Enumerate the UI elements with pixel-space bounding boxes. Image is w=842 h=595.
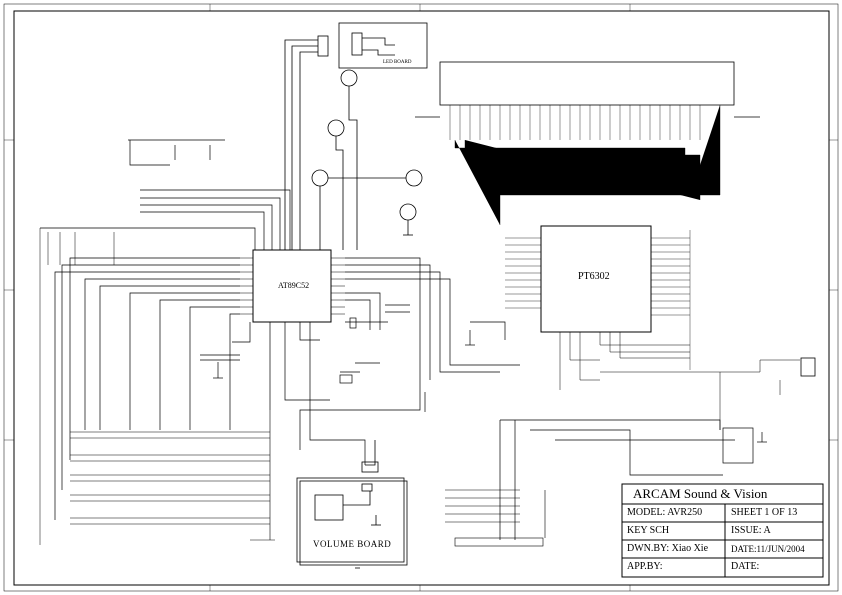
led-board-label: LED BOARD (383, 60, 412, 65)
date-drawn-field: DATE:11/JUN/2004 (731, 544, 805, 554)
resistor-ladder (40, 139, 291, 250)
mcu-pins (240, 257, 345, 315)
title-block (621, 483, 824, 578)
right-jack (800, 357, 816, 377)
bottom-connector (445, 489, 546, 547)
pullup-resistors (39, 228, 115, 545)
volume-board-box (296, 440, 408, 569)
pt6302-right-pins (651, 230, 691, 370)
mcu-label: AT89C52 (278, 281, 310, 290)
key-matrix (70, 410, 275, 541)
volume-board-label: VOLUME BOARD (313, 539, 392, 549)
led-board-box (338, 22, 428, 69)
vfd-driver-chip (540, 225, 652, 333)
approved-by-field: APP.BY: (627, 561, 663, 572)
title-field: KEY SCH (627, 525, 670, 536)
vfd-driver-label: PT6302 (578, 271, 610, 282)
sheet-field: SHEET 1 OF 13 (731, 507, 798, 518)
top-connector (284, 35, 329, 250)
vfd-connector (415, 61, 760, 118)
drawn-by-field: DWN.BY: Xiao Xie (627, 543, 709, 554)
pt6302-left-pins (505, 237, 541, 309)
crystal-circuit (200, 317, 506, 412)
pt6302-bottom-wires (559, 332, 800, 430)
issue-field: ISSUE: A (731, 525, 771, 536)
keypad-connector (499, 419, 767, 540)
company-name: ARCAM Sound & Vision (633, 486, 768, 501)
vfd-bus-lines (449, 105, 721, 225)
mcu-wires (54, 257, 520, 520)
date-approved-field: DATE: (731, 561, 760, 572)
model-field: MODEL: AVR250 (627, 507, 703, 518)
transistor-group (311, 69, 423, 250)
